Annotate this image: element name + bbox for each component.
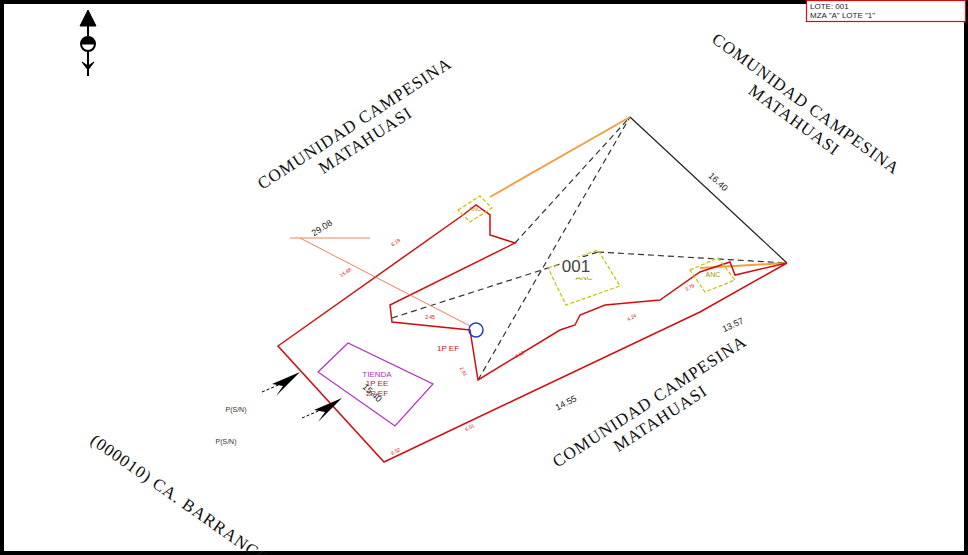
leader-line bbox=[290, 238, 370, 239]
dimension-label: 1P EF bbox=[437, 344, 459, 353]
dimension-label: 15.88 bbox=[339, 267, 353, 279]
dimension-label: P(S/N) bbox=[226, 406, 247, 414]
dimension-label: 13.57 bbox=[721, 316, 746, 335]
leader-line bbox=[300, 238, 470, 326]
dimension-label: 6.52 bbox=[390, 447, 401, 457]
dimension-label: 6.19 bbox=[390, 238, 401, 248]
area-text: TIENDA bbox=[362, 370, 391, 379]
dimension-label: 6.51 bbox=[464, 423, 475, 433]
meter-circle bbox=[469, 323, 483, 337]
dimension-label: 4.24 bbox=[626, 313, 637, 323]
dimension-label: 16.40 bbox=[706, 171, 730, 194]
area-text: LOTE: 001 bbox=[810, 2, 849, 11]
lot-title-box: LOTE: 001MZA "A" LOTE "1" bbox=[806, 0, 966, 22]
dimension-label: 2.61 bbox=[458, 366, 468, 377]
annex-area: ANC bbox=[456, 194, 494, 224]
dimension-label: 29.08 bbox=[310, 218, 335, 239]
access-arrows bbox=[262, 372, 342, 422]
dimension-label: 001 bbox=[560, 257, 592, 277]
area-text: ANC bbox=[706, 271, 721, 279]
area-name: (000010) CA. BARRANCO bbox=[87, 431, 274, 555]
dimension-label: 3.79 bbox=[684, 283, 695, 293]
area-name: COMUNIDAD CAMPESINA MATAHUASI bbox=[245, 48, 476, 217]
dimension-label: 2.45 bbox=[425, 315, 435, 321]
dimension-label: 3.12 bbox=[514, 350, 525, 360]
annex-area: ANC bbox=[688, 256, 738, 294]
shop-area: TIENDA1P EE2P EF bbox=[318, 340, 436, 428]
area-text: ANC bbox=[469, 206, 482, 213]
dimension-label: P(S/N) bbox=[216, 438, 237, 446]
orange-boundary bbox=[490, 117, 787, 268]
dimension-label: 14.55 bbox=[554, 393, 579, 412]
area-name: COMUNIDAD CAMPESINA MATAHUASI bbox=[540, 326, 771, 495]
north-arrow bbox=[80, 10, 96, 76]
area-text: MZA "A" LOTE "1" bbox=[810, 11, 875, 20]
lot-outline bbox=[278, 205, 787, 462]
black-boundary bbox=[630, 117, 787, 263]
area-name: COMUNIDAD CAMPESINA MATAHUASI bbox=[687, 23, 912, 202]
